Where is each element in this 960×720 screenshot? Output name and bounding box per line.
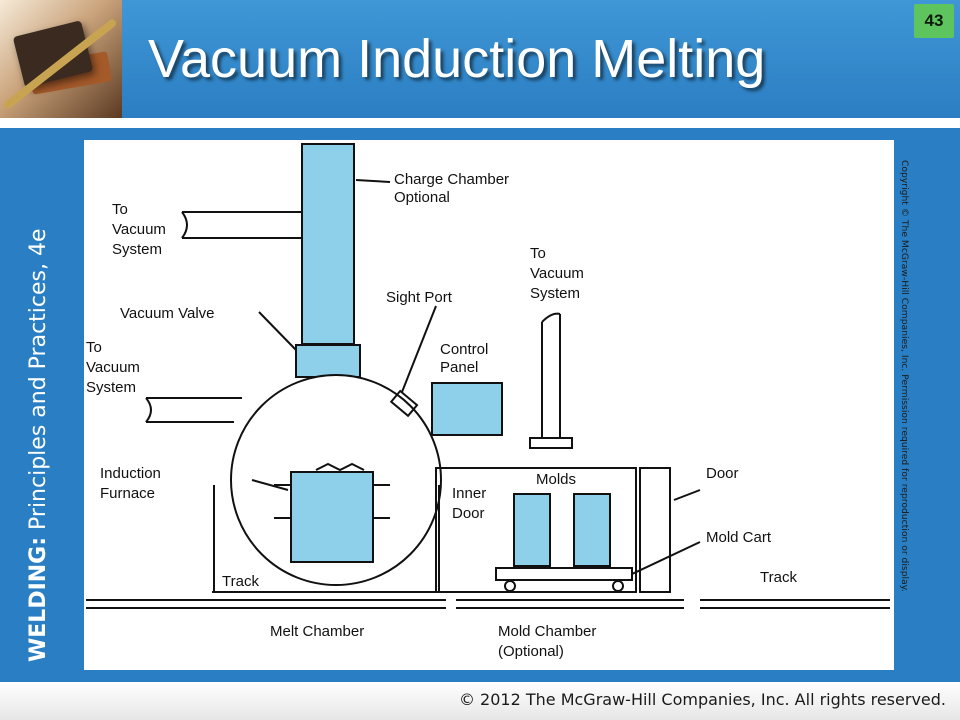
to-vacuum-a-2: Vacuum (112, 221, 166, 238)
mold-cart-label: Mold Cart (706, 529, 772, 546)
melt-chamber-frame (212, 485, 444, 593)
book-title-vertical: WELDING: Principles and Practices, 4e (26, 228, 51, 662)
vacuum-valve-label: Vacuum Valve (120, 305, 215, 322)
charge-chamber-shape (301, 143, 355, 345)
door-shape (639, 467, 671, 593)
slide-title: Vacuum Induction Melting (148, 29, 766, 89)
induction-furnace-shape (290, 471, 374, 563)
induction-furnace-label-2: Furnace (100, 485, 155, 502)
vacuum-valve-shape (295, 344, 361, 378)
right-vacuum-pipe (529, 312, 573, 449)
track-rails (86, 599, 890, 609)
track-left-label: Track (222, 573, 259, 590)
vim-diagram-svg: Charge Chamber Optional To Vacuum System… (86, 143, 890, 660)
mold-left (513, 493, 551, 567)
control-panel-shape (431, 382, 503, 436)
book-title-bold: WELDING: (26, 536, 51, 662)
mold-chamber-shape (435, 467, 637, 593)
inner-door-label-1: Inner (452, 485, 486, 502)
sight-port-label: Sight Port (386, 289, 453, 306)
page-number-badge: 43 (914, 4, 954, 38)
sight-port-shape (389, 389, 419, 418)
to-vacuum-c-3: System (530, 285, 580, 302)
vim-diagram: Charge Chamber Optional To Vacuum System… (84, 140, 894, 670)
to-vacuum-a-3: System (112, 241, 162, 258)
induction-furnace-label-1: Induction (100, 465, 161, 482)
to-vacuum-b-2: Vacuum (86, 359, 140, 376)
control-panel-label-2: Panel (440, 359, 478, 376)
to-vacuum-c-2: Vacuum (530, 265, 584, 282)
copyright-text: Copyright © The McGraw-Hill Companies, I… (899, 160, 910, 592)
inner-door-label-2: Door (452, 505, 485, 522)
furnace-lid (315, 462, 365, 472)
upper-vacuum-pipe (181, 211, 302, 239)
mold-chamber-label-2: (Optional) (498, 643, 564, 660)
melt-chamber-label: Melt Chamber (270, 623, 364, 640)
slide-footer (0, 682, 960, 720)
to-vacuum-b-1: To (86, 339, 102, 356)
charge-chamber-label-2: Optional (394, 189, 450, 206)
door-label: Door (706, 465, 739, 482)
to-vacuum-c-1: To (530, 245, 546, 262)
mold-right (573, 493, 611, 567)
copyright-vertical: Copyright © The McGraw-Hill Companies, I… (898, 160, 912, 620)
to-vacuum-a-1: To (112, 201, 128, 218)
mold-chamber-label-1: Mold Chamber (498, 623, 596, 640)
header-divider (0, 118, 960, 128)
control-panel-label-1: Control (440, 341, 488, 358)
slide-header (0, 0, 960, 118)
track-right-label: Track (760, 569, 797, 586)
charge-chamber-label-1: Charge Chamber (394, 171, 509, 188)
footer-copyright: © 2012 The McGraw-Hill Companies, Inc. A… (458, 690, 946, 709)
to-vacuum-b-3: System (86, 379, 136, 396)
book-title-rest: Principles and Practices, 4e (26, 228, 51, 537)
side-vacuum-pipe (145, 397, 242, 423)
molds-label: Molds (536, 471, 576, 488)
book-logo-image (0, 0, 122, 118)
mold-cart-shape (495, 567, 633, 581)
